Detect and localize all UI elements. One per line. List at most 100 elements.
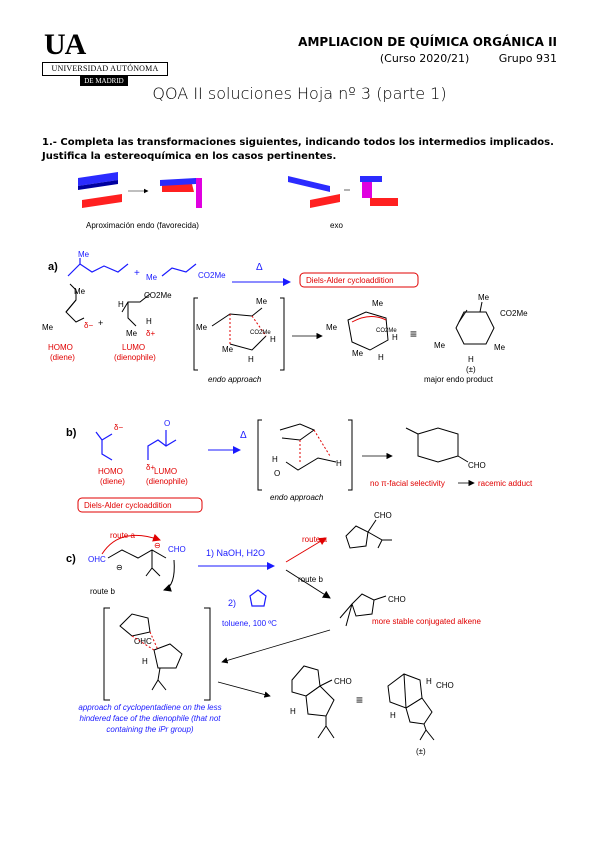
part-a-adduct-me2: Me bbox=[326, 323, 338, 332]
part-a-product-me2: Me bbox=[434, 341, 446, 350]
course-year: (Curso 2020/21) bbox=[379, 52, 470, 65]
part-b-ts-o: O bbox=[274, 469, 280, 478]
part-b-selectivity: no π-facial selectivity bbox=[370, 479, 445, 488]
part-a-adduct-co2me: CO2Me bbox=[376, 328, 397, 334]
part-b-homo: HOMO bbox=[98, 467, 123, 476]
logo-university-name: UNIVERSIDAD AUTÓNOMA bbox=[42, 62, 168, 76]
part-a-ts-me3: Me bbox=[222, 345, 234, 354]
part-c-final-cho: CHO bbox=[334, 677, 352, 686]
course-info: (Curso 2020/21) Grupo 931 bbox=[380, 52, 557, 65]
group-label: Grupo 931 bbox=[498, 52, 557, 65]
part-a-equiv: ≡ bbox=[410, 327, 417, 341]
endo-caption: Aproximación endo (favorecida) bbox=[86, 221, 199, 230]
part-c-step2: 2) bbox=[228, 598, 236, 608]
part-a-plus: + bbox=[134, 268, 140, 279]
logo-mark: UA bbox=[44, 28, 86, 61]
part-a-dienophile-me: Me bbox=[126, 329, 138, 338]
part-a-adduct-me3: Me bbox=[352, 349, 364, 358]
part-b-endo-approach: endo approach bbox=[270, 493, 324, 502]
part-b-delta-minus: δ− bbox=[114, 423, 123, 432]
part-a-label: a) bbox=[48, 261, 58, 273]
course-title: AMPLIACION DE QUÍMICA ORGÁNICA II bbox=[298, 35, 557, 49]
part-c-ohc: OHC bbox=[88, 555, 106, 564]
part-c-minus2: ⊖ bbox=[116, 563, 123, 572]
part-a-co2me: CO2Me bbox=[198, 271, 226, 280]
part-b-lumo: LUMO bbox=[154, 467, 177, 476]
part-a-product-caption: major endo product bbox=[424, 375, 494, 384]
exo-caption: exo bbox=[330, 221, 343, 230]
part-b-delta-plus: δ+ bbox=[146, 463, 155, 472]
part-a-dienophile-co2me: CO2Me bbox=[144, 291, 172, 300]
part-a-adduct-h: H bbox=[392, 333, 398, 342]
part-b-o: O bbox=[164, 419, 170, 428]
part-c-product-b-cho: CHO bbox=[388, 595, 406, 604]
part-c-route-b-label: route b bbox=[298, 575, 323, 584]
part-b-delta: Δ bbox=[240, 430, 247, 441]
part-a: a) Me + Me CO2Me Δ Diels-Alder cycloaddi… bbox=[42, 250, 528, 384]
part-b-cho: CHO bbox=[468, 461, 486, 470]
part-b-racemic-adduct: racemic adduct bbox=[478, 479, 533, 488]
part-c-final-h: H bbox=[290, 707, 296, 716]
part-a-endo-approach: endo approach bbox=[208, 375, 262, 384]
part-c-final2-cho: CHO bbox=[436, 681, 454, 690]
part-a-lumo: LUMO bbox=[122, 343, 145, 352]
part-c-cho: CHO bbox=[168, 545, 186, 554]
part-c-stable-alkene: more stable conjugated alkene bbox=[372, 617, 482, 626]
part-c-step1: 1) NaOH, H2O bbox=[206, 548, 265, 558]
part-c-equiv: ≡ bbox=[356, 693, 363, 707]
part-a-ts-h2: H bbox=[248, 355, 254, 364]
page-title: QOA II soluciones Hoja nº 3 (parte 1) bbox=[152, 84, 447, 103]
part-c: c) route a OHC CHO ⊖ ⊖ route b 1) NaOH, … bbox=[66, 511, 482, 756]
part-a-diene-me: Me bbox=[74, 287, 86, 296]
part-c-toluene: toluene, 100 ºC bbox=[222, 619, 277, 628]
part-c-label: c) bbox=[66, 553, 76, 565]
part-c-approach-note: approach of cyclopentadiene on the less … bbox=[78, 703, 222, 734]
part-b-dienophile: (dienophile) bbox=[146, 477, 188, 486]
part-c-route-a-label: route a bbox=[302, 535, 327, 544]
part-c-ts-h: H bbox=[142, 657, 148, 666]
part-c-minus: ⊖ bbox=[154, 541, 161, 550]
part-a-h: H bbox=[118, 300, 124, 309]
part-a-delta-plus: δ+ bbox=[146, 329, 155, 338]
part-a-product-co2me: CO2Me bbox=[500, 309, 528, 318]
part-c-final2-h2: H bbox=[390, 711, 396, 720]
part-c-route-a: route a bbox=[110, 531, 135, 540]
part-a-racemic: (±) bbox=[466, 365, 476, 374]
part-a-ts-me: Me bbox=[256, 297, 268, 306]
part-b-ts-h: H bbox=[272, 455, 278, 464]
part-c-product-a-cho: CHO bbox=[374, 511, 392, 520]
part-a-plus2: + bbox=[98, 318, 103, 328]
part-a-me: Me bbox=[146, 273, 158, 282]
part-a-ts-me2: Me bbox=[196, 323, 208, 332]
part-a-product-h: H bbox=[468, 355, 474, 364]
part-a-me-top: Me bbox=[78, 250, 90, 259]
part-a-dienophile-h: H bbox=[146, 317, 152, 326]
part-a-diene-me2: Me bbox=[42, 323, 54, 332]
exo-approach-figure: exo bbox=[288, 176, 398, 230]
part-a-diene-label: (diene) bbox=[50, 353, 75, 362]
part-a-product-me1: Me bbox=[478, 293, 490, 302]
part-b: b) δ− O δ+ HOMO (diene) LUMO (dienophile… bbox=[66, 419, 533, 513]
part-b-label: b) bbox=[66, 427, 77, 439]
part-c-ts-ohc: OHC bbox=[134, 637, 152, 646]
part-a-ts-co2me: CO2Me bbox=[250, 330, 271, 336]
part-c-racemic: (±) bbox=[416, 747, 426, 756]
part-a-delta-minus: δ− bbox=[84, 321, 93, 330]
question-1: 1.- Completa las transformaciones siguie… bbox=[42, 137, 554, 162]
part-a-dienophile-label: (dienophile) bbox=[114, 353, 156, 362]
part-b-diene: (diene) bbox=[100, 477, 125, 486]
part-a-delta: Δ bbox=[256, 262, 263, 273]
logo-city: DE MADRID bbox=[80, 76, 128, 86]
part-a-adduct-me: Me bbox=[372, 299, 384, 308]
part-c-route-b: route b bbox=[90, 587, 115, 596]
part-a-ts-h: H bbox=[270, 335, 276, 344]
part-a-adduct-h2: H bbox=[378, 353, 384, 362]
part-a-da-box: Diels-Alder cycloaddition bbox=[306, 276, 394, 285]
part-b-ts-h2: H bbox=[336, 459, 342, 468]
part-a-homo: HOMO bbox=[48, 343, 73, 352]
part-c-final2-h1: H bbox=[426, 677, 432, 686]
part-b-da-box: Diels-Alder cycloaddition bbox=[84, 501, 172, 510]
part-a-product-me3: Me bbox=[494, 343, 506, 352]
endo-approach-figure: Aproximación endo (favorecida) bbox=[78, 172, 202, 230]
